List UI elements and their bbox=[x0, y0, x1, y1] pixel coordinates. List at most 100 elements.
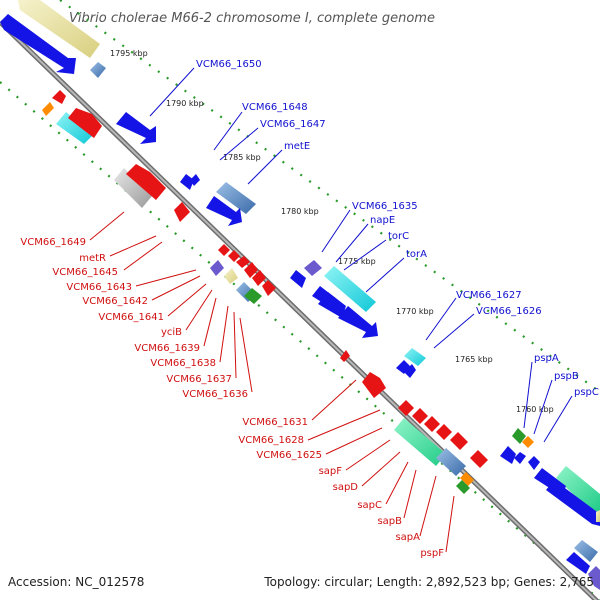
gene-arrow-red bbox=[470, 450, 488, 468]
gene-arrow-blue bbox=[180, 174, 194, 190]
map-title: Vibrio cholerae M66-2 chromosome I, comp… bbox=[69, 11, 435, 26]
gene-feature-steel bbox=[436, 448, 466, 476]
chromosome-backbone bbox=[0, 20, 600, 600]
gene-feature-cyan bbox=[324, 266, 376, 312]
gene-label: pspC bbox=[574, 387, 599, 398]
negative-strand-features bbox=[42, 90, 488, 494]
gene-label: VCM66_1645 bbox=[52, 267, 118, 278]
gene-label: torA bbox=[406, 249, 427, 260]
gene-label: VCM66_1627 bbox=[456, 290, 522, 301]
gene-arrow-blue bbox=[318, 292, 346, 318]
gene-feature-steel bbox=[216, 182, 256, 214]
gene-feature-green bbox=[556, 466, 600, 512]
tick-label: 1785 kbp bbox=[223, 153, 261, 162]
gene-label: VCM66_1639 bbox=[134, 343, 200, 354]
gene-feature-steel bbox=[90, 62, 106, 78]
gene-label: metR bbox=[79, 253, 106, 264]
gene-arrow-red bbox=[398, 400, 414, 416]
gene-feature-khaki bbox=[18, 0, 100, 58]
gene-feature-orange bbox=[460, 472, 474, 486]
tick-label: 1770 kbp bbox=[396, 307, 434, 316]
gene-arrow-red bbox=[174, 202, 190, 222]
gene-arrow-red bbox=[68, 108, 102, 138]
gene-label: sapC bbox=[357, 500, 382, 511]
gene-arrow-blue bbox=[566, 552, 590, 574]
gene-feature-green bbox=[456, 480, 470, 494]
gene-label: VCM66_1631 bbox=[242, 417, 308, 428]
gene-feature-steel bbox=[574, 540, 598, 562]
gene-feature-green bbox=[244, 288, 262, 304]
gene-arrow-red bbox=[450, 432, 468, 450]
gene-label: napE bbox=[370, 215, 395, 226]
gene-arrow-red bbox=[340, 350, 350, 362]
gene-label: pspA bbox=[534, 353, 559, 364]
tick-label: 1760 kbp bbox=[516, 405, 554, 414]
gene-label: pspB bbox=[554, 371, 579, 382]
gene-label: sapD bbox=[333, 482, 359, 493]
gene-feature-orange bbox=[522, 436, 534, 448]
gene-arrow-red bbox=[412, 408, 428, 424]
gene-feature-purple bbox=[588, 566, 600, 590]
gene-arrow-red bbox=[218, 244, 230, 256]
gene-label: VCM66_1638 bbox=[150, 358, 216, 369]
gene-label: sapB bbox=[377, 516, 402, 527]
gene-arrow-blue bbox=[404, 364, 416, 378]
tick-label: 1780 kbp bbox=[281, 207, 319, 216]
gene-arrow-red bbox=[362, 372, 386, 398]
gene-arrow-blue bbox=[116, 112, 156, 144]
gene-label: VCM66_1637 bbox=[166, 374, 232, 385]
gene-feature-green bbox=[512, 428, 526, 444]
gene-arrow-blue bbox=[528, 456, 540, 470]
accession-text: Accession: NC_012578 bbox=[8, 575, 144, 589]
gene-label: VCM66_1649 bbox=[20, 237, 86, 248]
gene-label: sapA bbox=[395, 532, 420, 543]
gene-arrow-red bbox=[126, 164, 166, 200]
gene-label: VCM66_1636 bbox=[182, 389, 248, 400]
gene-label: VCM66_1648 bbox=[242, 102, 308, 113]
gene-label: pspF bbox=[420, 548, 444, 559]
gene-label: VCM66_1647 bbox=[260, 119, 326, 130]
tick-label: 1775 kbp bbox=[338, 257, 376, 266]
gene-arrow-blue bbox=[190, 174, 200, 186]
gene-feature-green bbox=[394, 418, 446, 466]
gene-feature-orange bbox=[42, 102, 54, 116]
gene-arrow-red bbox=[436, 424, 452, 440]
gene-feature-purple bbox=[304, 260, 322, 276]
gene-arrow-red bbox=[424, 416, 440, 432]
positive-label-leaders bbox=[149, 67, 573, 443]
gene-label: VCM66_1643 bbox=[66, 282, 132, 293]
gene-label: VCM66_1626 bbox=[476, 306, 542, 317]
gene-label: metE bbox=[284, 141, 310, 152]
gene-label: sapF bbox=[319, 466, 343, 477]
gene-arrow-blue bbox=[206, 196, 242, 226]
gene-feature-grey bbox=[114, 168, 152, 208]
tick-label: 1795 kbp bbox=[110, 49, 148, 58]
gene-arrow-blue bbox=[500, 446, 516, 464]
gene-label: VCM66_1641 bbox=[98, 312, 164, 323]
negative-label-leaders bbox=[89, 211, 455, 553]
gene-arrow-red bbox=[52, 90, 66, 104]
outer-tick-track bbox=[59, 0, 600, 393]
gene-label: VCM66_1628 bbox=[238, 435, 304, 446]
gene-arrow-blue bbox=[0, 14, 76, 74]
gene-label: torC bbox=[388, 231, 409, 242]
gene-arrow-blue bbox=[514, 452, 526, 464]
gene-arrow-red bbox=[244, 262, 258, 278]
tick-label: 1790 kbp bbox=[166, 99, 204, 108]
gene-arrow-blue bbox=[290, 270, 306, 288]
gene-arrow-red bbox=[236, 256, 250, 268]
gene-feature-khaki bbox=[596, 510, 600, 522]
gene-feature-cyan bbox=[56, 112, 94, 144]
gene-label: VCM66_1642 bbox=[82, 296, 148, 307]
gene-arrow-red bbox=[228, 250, 240, 262]
gene-label: yciB bbox=[161, 327, 182, 338]
topology-text: Topology: circular; Length: 2,892,523 bp… bbox=[263, 575, 594, 589]
gene-feature-cyan bbox=[404, 348, 426, 366]
gene-label: VCM66_1650 bbox=[196, 59, 262, 70]
gene-feature-khaki bbox=[224, 268, 238, 284]
gene-feature-purple bbox=[210, 260, 224, 276]
gene-label: VCM66_1625 bbox=[256, 450, 322, 461]
